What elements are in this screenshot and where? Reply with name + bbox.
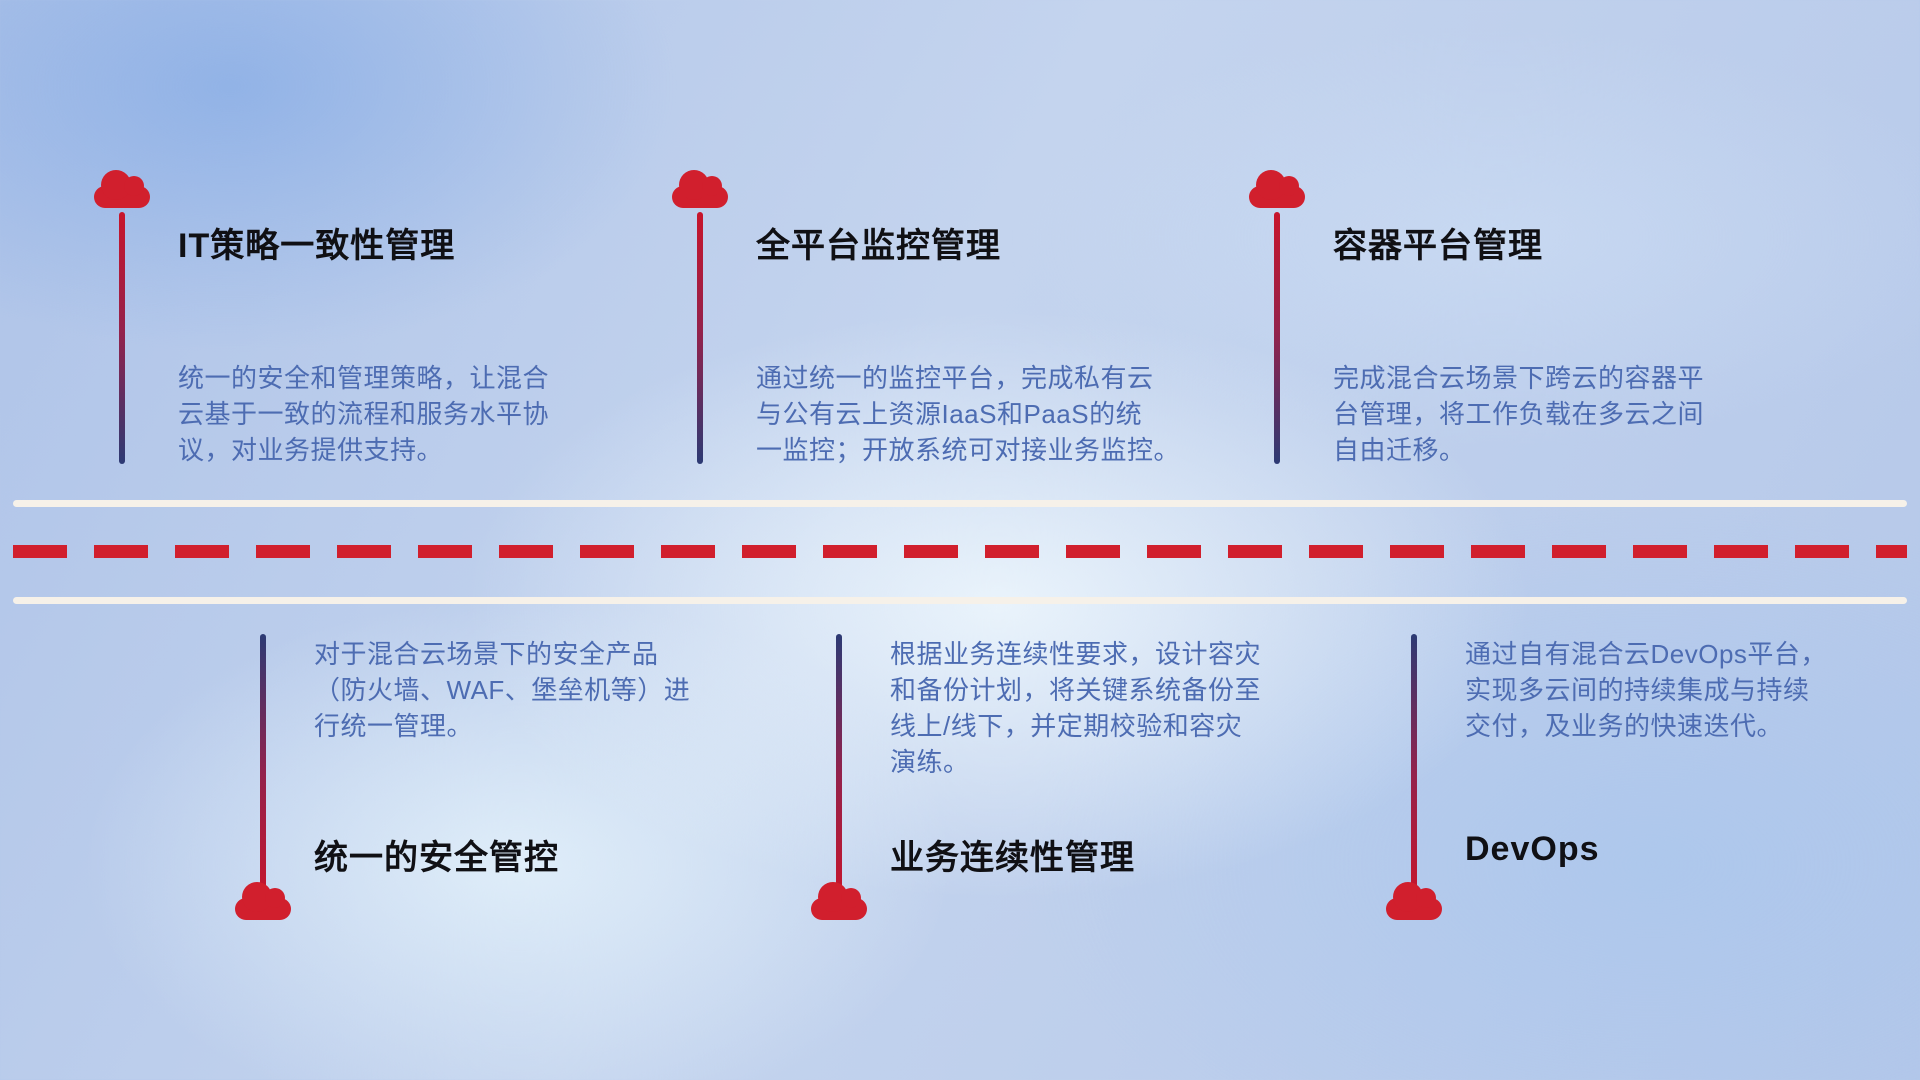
feature-description: 通过自有混合云DevOps平台， 实现多云间的持续集成与持续 交付，及业务的快速…: [1465, 639, 1827, 741]
road-dash-line: [13, 545, 1907, 558]
feature-title: 容器平台管理: [1333, 227, 1543, 265]
connector-line: [836, 634, 842, 902]
feature-description: 统一的安全和管理策略，让混合 云基于一致的流程和服务水平协 议，对业务提供支持。: [178, 363, 550, 465]
road-divider: [0, 500, 1920, 604]
feature-description: 通过统一的监控平台，完成私有云 与公有云上资源IaaS和PaaS的统 一监控；开…: [756, 363, 1181, 465]
connector-line: [119, 212, 125, 464]
cloud-icon: [672, 170, 728, 208]
cloud-icon: [811, 882, 867, 920]
feature-title: 全平台监控管理: [756, 227, 1001, 265]
cloud-icon: [235, 882, 291, 920]
connector-line: [260, 634, 266, 902]
road-line-top: [13, 500, 1907, 507]
road-line-bottom: [13, 597, 1907, 604]
connector-line: [1411, 634, 1417, 902]
connector-line: [1274, 212, 1280, 464]
feature-title: DevOps: [1465, 830, 1600, 868]
cloud-icon: [1249, 170, 1305, 208]
feature-title: 统一的安全管控: [314, 839, 559, 877]
feature-title: 业务连续性管理: [890, 839, 1135, 877]
cloud-icon: [1386, 882, 1442, 920]
feature-description: 根据业务连续性要求，设计容灾 和备份计划，将关键系统备份至 线上/线下，并定期校…: [890, 639, 1262, 777]
feature-title: IT策略一致性管理: [178, 227, 456, 265]
connector-line: [697, 212, 703, 464]
feature-description: 完成混合云场景下跨云的容器平 台管理，将工作负载在多云之间 自由迁移。: [1333, 363, 1705, 465]
feature-description: 对于混合云场景下的安全产品 （防火墙、WAF、堡垒机等）进 行统一管理。: [314, 639, 691, 741]
cloud-icon: [94, 170, 150, 208]
